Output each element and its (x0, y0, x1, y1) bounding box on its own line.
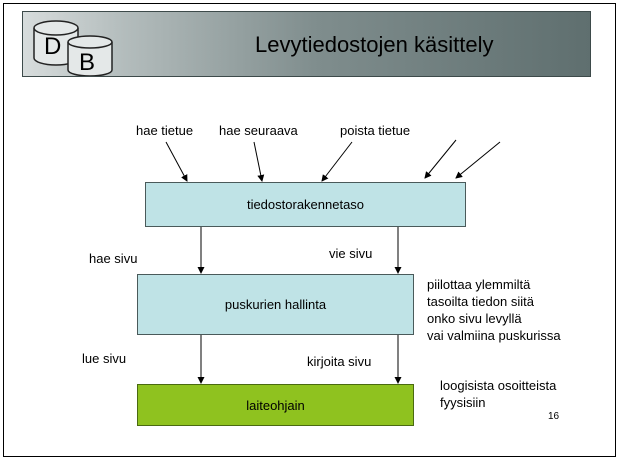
label-vie-sivu: vie sivu (329, 246, 373, 261)
note-driver-line: fyysisiin (440, 395, 486, 410)
logo-letter-d: D (44, 33, 61, 60)
slide (3, 3, 616, 457)
note-buffer-line: piilottaa ylemmiltä (427, 277, 531, 292)
note-driver-line: loogisista osoitteista (440, 378, 557, 393)
logo-letter-b: B (79, 49, 95, 76)
label-hae-tietue: hae tietue (136, 123, 194, 138)
header-bar: D B Levytiedostojen käsittely (22, 11, 591, 77)
label-hae-seuraava: hae seuraava (219, 123, 298, 138)
arrow-poista-tietue (321, 141, 353, 182)
box-puskurien-hallinta: puskurien hallinta (137, 274, 414, 335)
page-number: 16 (548, 411, 560, 422)
slide-title: Levytiedostojen käsittely (255, 32, 494, 57)
box-laiteohjain: laiteohjain (137, 384, 414, 426)
box-tiedostorakennetaso: tiedostorakennetaso (145, 182, 466, 227)
note-buffer-line: tasoilta tiedon siitä (427, 294, 534, 309)
database-icon: D B (33, 20, 113, 77)
label-poista-tietue: poista tietue (340, 123, 411, 138)
note-buffer-line: onko sivu levyllä (427, 311, 522, 326)
arrow-hae-tietue (165, 141, 188, 182)
label-hae-sivu: hae sivu (89, 251, 138, 266)
note-driver: loogisista osoitteista fyysisiin (440, 377, 556, 411)
note-buffer: piilottaa ylemmiltä tasoilta tiedon siit… (427, 276, 561, 344)
arrow-extra-1 (424, 139, 457, 179)
arrow-extra-2 (455, 141, 501, 179)
note-buffer-line: vai valmiina puskurissa (427, 328, 561, 343)
arrow-hae-seuraava (253, 141, 265, 182)
label-lue-sivu: lue sivu (82, 351, 127, 366)
db-logo: D B (30, 16, 140, 81)
label-kirjoita-sivu: kirjoita sivu (307, 354, 372, 369)
